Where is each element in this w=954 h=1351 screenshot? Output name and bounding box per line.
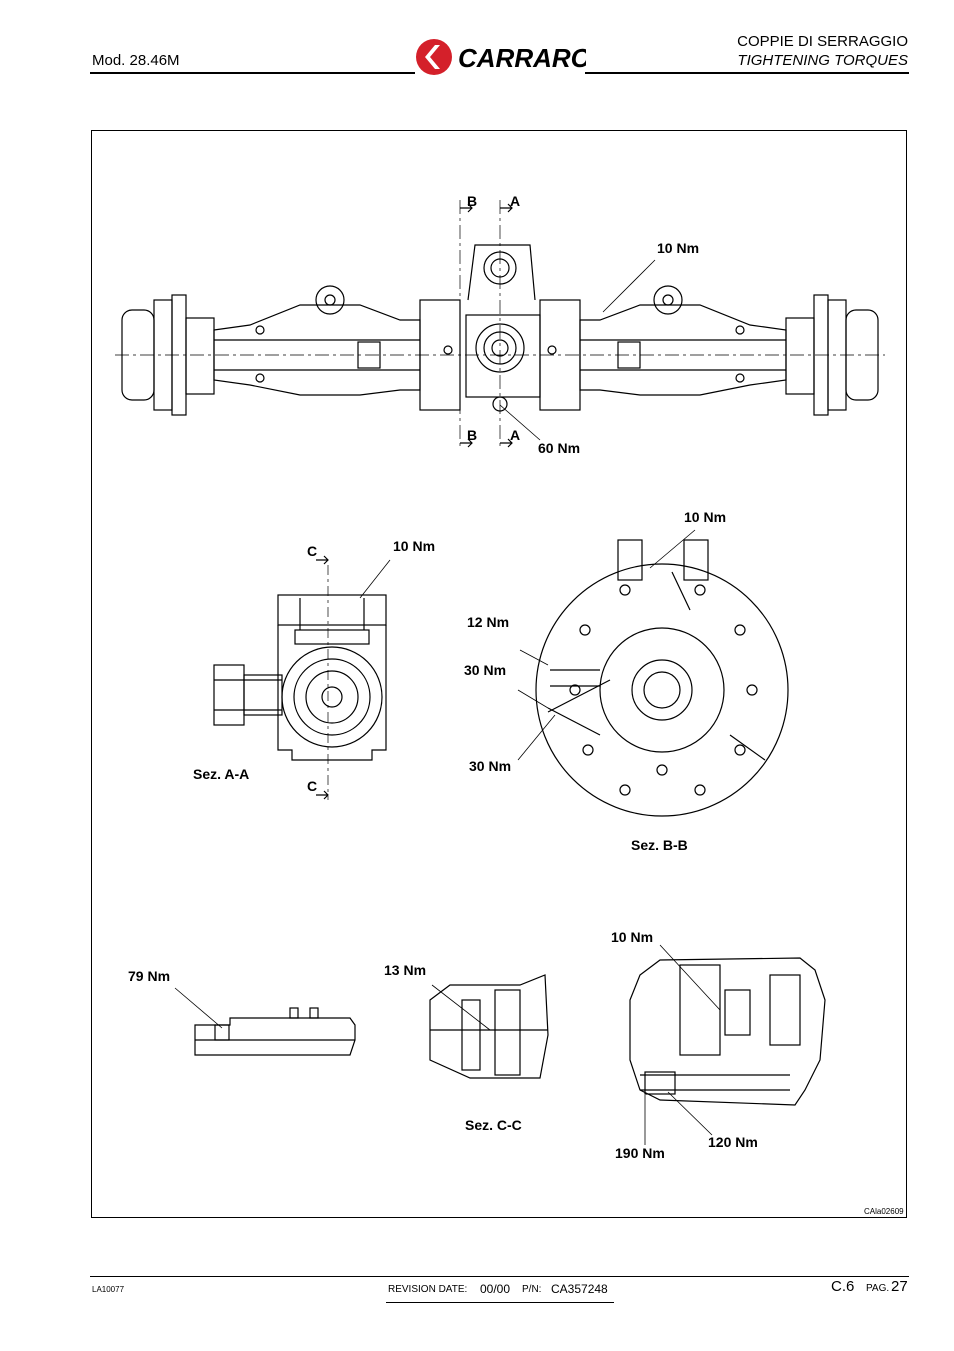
torque-axle-top: 10 Nm bbox=[657, 240, 700, 256]
section-number: C.6 bbox=[831, 1278, 855, 1295]
footer-sub-rule bbox=[386, 1302, 614, 1303]
section-bb-drawing bbox=[517, 529, 789, 817]
logo-circle-icon bbox=[416, 39, 452, 75]
torque-aa-top: 10 Nm bbox=[393, 538, 436, 554]
section-bb-title: Sez. B-B bbox=[631, 837, 688, 853]
torque-bb-12: 12 Nm bbox=[467, 614, 510, 630]
footer-rule bbox=[90, 1276, 909, 1277]
section-cc-title: Sez. C-C bbox=[465, 1117, 522, 1133]
carraro-logo: CARRARO bbox=[416, 39, 586, 75]
title-italian: COPPIE DI SERRAGGIO bbox=[737, 33, 908, 50]
torque-cc-190: 190 Nm bbox=[615, 1145, 665, 1161]
page-number: 27 bbox=[891, 1278, 908, 1295]
torque-bb-30a: 30 Nm bbox=[464, 662, 507, 678]
mark-b-top: B bbox=[467, 193, 478, 209]
torque-axle-bottom: 60 Nm bbox=[538, 440, 581, 456]
revision-date-label: REVISION DATE: bbox=[388, 1284, 468, 1295]
header-rule-right bbox=[585, 72, 909, 74]
mark-c-bottom: C bbox=[307, 778, 318, 794]
logo-wordmark: CARRARO bbox=[458, 43, 586, 73]
torque-cc-right-top: 10 Nm bbox=[611, 929, 654, 945]
axle-assembly-drawing bbox=[115, 200, 885, 450]
pn-value: CA357248 bbox=[551, 1282, 608, 1296]
header-rule-left bbox=[90, 72, 415, 74]
mark-b-bottom: B bbox=[467, 427, 478, 443]
drawing-code: CAla02609 bbox=[864, 1207, 904, 1216]
page-label: PAG. bbox=[866, 1283, 890, 1294]
pn-label: P/N: bbox=[522, 1284, 542, 1295]
mark-a-bottom: A bbox=[510, 427, 521, 443]
title-english: TIGHTENING TORQUES bbox=[737, 52, 908, 69]
revision-date-value: 00/00 bbox=[480, 1282, 511, 1296]
section-aa-title: Sez. A-A bbox=[193, 766, 250, 782]
torque-left-detail: 79 Nm bbox=[128, 968, 171, 984]
mark-c-top: C bbox=[307, 543, 318, 559]
section-aa-drawing bbox=[213, 555, 391, 800]
mark-a-top: A bbox=[510, 193, 521, 209]
torque-cc-120: 120 Nm bbox=[708, 1134, 758, 1150]
detail-79nm-drawing bbox=[174, 987, 356, 1056]
model-label: Mod. 28.46M bbox=[92, 52, 180, 69]
torque-bb-top: 10 Nm bbox=[684, 509, 727, 525]
drawing-frame bbox=[91, 130, 907, 1218]
footer-left-code: LA10077 bbox=[92, 1285, 125, 1294]
torque-cc-mid: 13 Nm bbox=[384, 962, 427, 978]
section-cc-drawing bbox=[429, 944, 826, 1145]
torque-bb-30b: 30 Nm bbox=[469, 758, 512, 774]
